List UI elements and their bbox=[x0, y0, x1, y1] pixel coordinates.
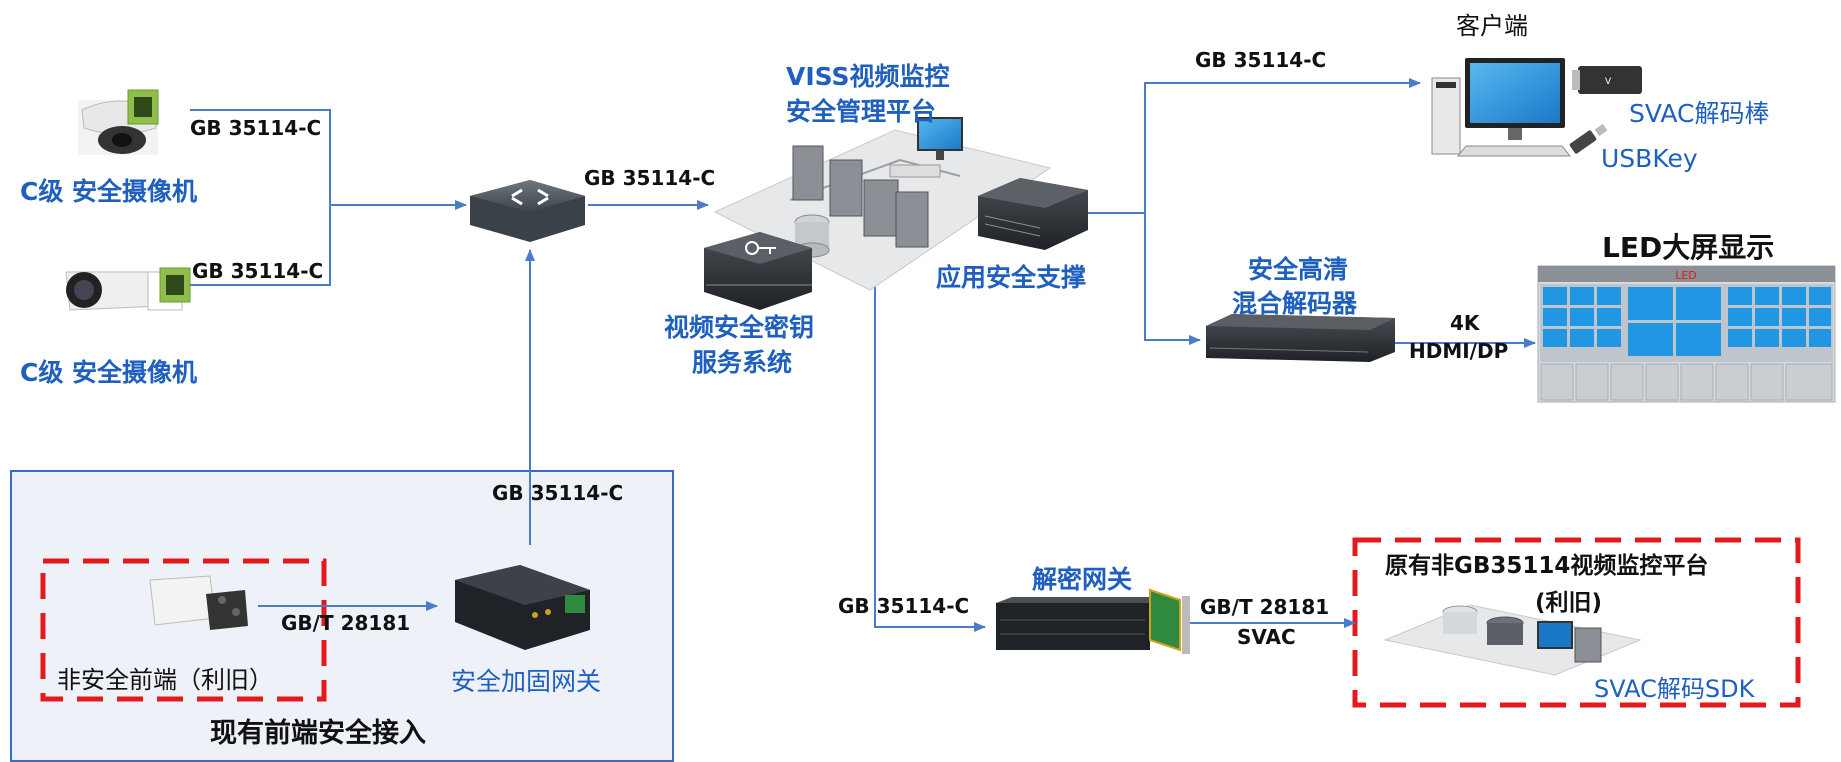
link-label-platform-client: GB 35114-C bbox=[1195, 48, 1327, 72]
frontend-panel-title: 现有前端安全接入 bbox=[210, 718, 426, 749]
decoder-label-line2: 混合解码器 bbox=[1232, 289, 1358, 318]
camera-bottom-label: C级 安全摄像机 bbox=[20, 358, 198, 387]
legacy-platform-label-line2: (利旧) bbox=[1535, 590, 1603, 616]
led-brand-text: LED bbox=[1675, 269, 1697, 282]
app-support-label: 应用安全支撑 bbox=[936, 263, 1087, 292]
decrypt-gateway-label: 解密网关 bbox=[1032, 565, 1133, 594]
link-platform-to-client bbox=[1144, 78, 1421, 213]
decrypt-gateway-icon bbox=[996, 588, 1190, 654]
link-platform-to-decrypt bbox=[874, 285, 986, 632]
hd-decoder-icon bbox=[1206, 314, 1395, 362]
link-camera-top bbox=[190, 109, 331, 205]
viss-platform-label-line1: VISS视频监控 bbox=[786, 62, 950, 91]
usbkey-icon bbox=[1569, 123, 1608, 154]
bullet-camera-icon bbox=[65, 267, 191, 311]
key-service-label-line2: 服务系统 bbox=[692, 348, 793, 377]
link-label-camera-top: GB 35114-C bbox=[190, 116, 322, 140]
legacy-platform-label-line1: 原有非GB35114视频监控平台 bbox=[1385, 553, 1709, 579]
legacy-bullet-camera-icon bbox=[149, 575, 248, 630]
viss-platform-label-line2: 安全管理平台 bbox=[786, 97, 937, 126]
legacy-platform-icon bbox=[1383, 604, 1642, 676]
link-label-frontend-gateway: GB/T 28181 bbox=[281, 611, 411, 635]
client-pc-icon bbox=[1431, 58, 1572, 157]
legacy-frontend-label: 非安全前端（利旧） bbox=[57, 666, 273, 694]
link-label-platform-decrypt: GB 35114-C bbox=[838, 594, 970, 618]
link-camera-bottom bbox=[190, 205, 331, 286]
link-label-decoder-led-line1: 4K bbox=[1450, 311, 1480, 335]
app-support-rack-icon bbox=[978, 178, 1088, 250]
svac-sdk-label: SVAC解码SDK bbox=[1594, 675, 1755, 703]
link-platform-to-decoder bbox=[1144, 213, 1201, 345]
client-label: 客户端 bbox=[1456, 12, 1528, 40]
secure-gateway-label: 安全加固网关 bbox=[451, 667, 602, 696]
key-service-icon bbox=[704, 232, 812, 310]
link-label-switch-platform: GB 35114-C bbox=[584, 166, 716, 190]
svg-text:V: V bbox=[1605, 77, 1612, 87]
camera-top-label: C级 安全摄像机 bbox=[20, 177, 198, 206]
decoder-label-line1: 安全高清 bbox=[1248, 255, 1349, 284]
led-wall-title: LED大屏显示 bbox=[1602, 231, 1775, 264]
connection-lines bbox=[190, 78, 1536, 632]
network-switch-icon bbox=[470, 180, 585, 242]
link-label-decrypt-legacy-line2: SVAC bbox=[1237, 625, 1296, 649]
svac-stick-label: SVAC解码棒 bbox=[1629, 99, 1770, 128]
dome-camera-icon bbox=[78, 89, 159, 155]
key-service-label-line1: 视频安全密钥 bbox=[664, 313, 815, 342]
svac-stick-icon: V bbox=[1572, 66, 1642, 94]
link-label-decrypt-legacy-line1: GB/T 28181 bbox=[1200, 595, 1330, 619]
link-label-gateway-up: GB 35114-C bbox=[492, 481, 624, 505]
led-wall-icon: LED bbox=[1537, 265, 1836, 403]
secure-gateway-icon bbox=[455, 565, 590, 650]
link-label-camera-bottom: GB 35114-C bbox=[192, 259, 324, 283]
usbkey-label: USBKey bbox=[1601, 144, 1698, 173]
link-label-decoder-led-line2: HDMI/DP bbox=[1409, 339, 1509, 363]
legacy-frontend-dashed-box bbox=[40, 558, 327, 702]
